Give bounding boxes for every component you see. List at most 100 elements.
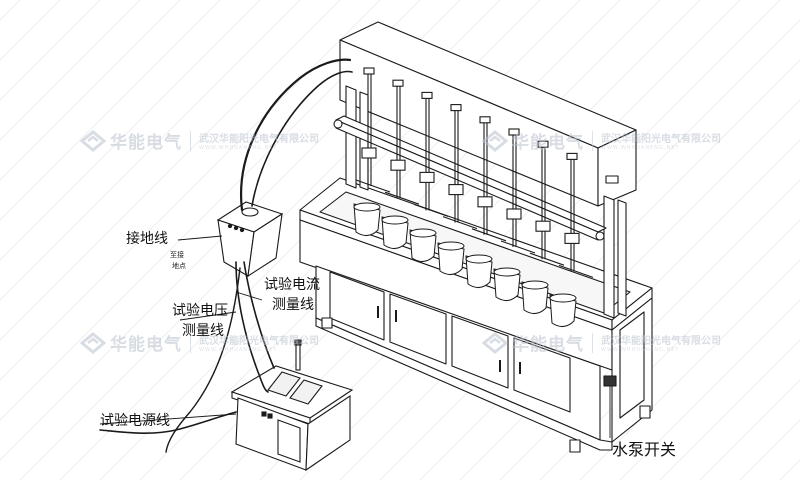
boot-shell <box>493 268 521 301</box>
pump-switch-box <box>603 375 617 387</box>
watermark-brand: 华能电气 <box>512 133 584 153</box>
label-power-wire: 试验电源线 <box>100 413 170 429</box>
boot-opening <box>493 267 521 277</box>
rod-holder <box>477 196 493 208</box>
hanger-bar <box>355 179 391 193</box>
rod-holder <box>390 159 406 171</box>
cables <box>99 58 353 453</box>
console-screen-2 <box>289 379 323 405</box>
voltage-cable <box>235 261 269 393</box>
watermark-url: WWW.WHHUANENG.NET <box>601 347 680 353</box>
boot-opening <box>465 254 493 264</box>
watermark-brand: 华能电气 <box>110 335 182 355</box>
insulating-boot <box>381 215 409 249</box>
boot-opening <box>521 280 549 290</box>
foot <box>569 439 581 453</box>
boot-opening <box>437 241 465 251</box>
hanger-bar <box>500 240 536 254</box>
boot-opening <box>353 202 381 212</box>
ground-lead <box>165 267 241 453</box>
label-pump-switch: 水泵开关 <box>612 440 677 459</box>
label-voltage-wire-2: 测量线 <box>182 323 224 339</box>
front-rail <box>333 115 607 241</box>
rod-clamp <box>450 104 462 112</box>
watermark: 华能电气 武汉华能阳光电气有限公司 WWW.WHHUANENG.NET <box>482 128 721 153</box>
console-screen-1 <box>267 371 301 397</box>
boot-shell <box>409 229 437 262</box>
boot-shell <box>353 203 381 236</box>
rod-clamp <box>363 67 375 75</box>
boot-opening <box>409 228 437 238</box>
boot-opening <box>549 293 577 303</box>
watermark-company: 武汉华能阳光电气有限公司 <box>199 336 319 347</box>
current-cable <box>240 58 352 212</box>
insulating-boot <box>437 241 465 275</box>
rod-clamp <box>421 91 433 99</box>
electrode-rod-assembly <box>529 140 565 266</box>
insulating-boot <box>465 254 493 288</box>
console-door <box>277 419 301 463</box>
electrode-rod-assembly <box>471 116 507 242</box>
rod-holder <box>535 220 551 232</box>
cabinet-door-2 <box>389 293 447 365</box>
label-ground-point-1: 至接 <box>170 251 184 259</box>
rod-clamp <box>508 128 520 136</box>
watermark-brand: 华能电气 <box>512 335 584 355</box>
brand-logo-icon <box>80 331 106 354</box>
rod-holder <box>419 171 435 183</box>
gantry-indicator <box>605 175 619 184</box>
hanger-bar <box>442 216 478 230</box>
rod-holder <box>448 184 464 196</box>
insulating-boot <box>493 267 521 301</box>
current-cable-2 <box>251 70 353 207</box>
boot-shell <box>465 255 493 288</box>
rod-clamp <box>566 152 578 160</box>
electrode-rod-assembly <box>442 104 478 230</box>
watermark: 华能电气 武汉华能阳光电气有限公司 WWW.WHHUANENG.NET <box>482 330 721 355</box>
watermark-company: 武汉华能阳光电气有限公司 <box>199 134 319 145</box>
watermark-company: 武汉华能阳光电气有限公司 <box>601 336 721 347</box>
watermark-url: WWW.WHHUANENG.NET <box>199 145 278 151</box>
boot-opening <box>381 215 409 225</box>
watermark: 华能电气 武汉华能阳光电气有限公司 WWW.WHHUANENG.NET <box>80 330 319 355</box>
electrode-rod-assembly <box>558 152 594 278</box>
brand-logo-icon <box>482 129 508 152</box>
rod-clamp <box>537 140 549 148</box>
cabinet-door-1 <box>329 271 385 341</box>
insulating-boot <box>353 202 381 236</box>
watermark-company: 武汉华能阳光电气有限公司 <box>601 134 721 145</box>
brand-logo-icon <box>482 331 508 354</box>
control-console <box>230 339 354 472</box>
hanger-bar <box>384 191 420 205</box>
insulating-boot <box>409 228 437 262</box>
insulating-boot <box>521 280 549 314</box>
watermark-brand: 华能电气 <box>110 133 182 153</box>
boot-shell <box>381 216 409 249</box>
watermark-url: WWW.WHHUANENG.NET <box>601 145 680 151</box>
boot-shell <box>549 294 577 327</box>
rod-clamp <box>392 79 404 87</box>
rod-holder <box>564 232 580 244</box>
label-ground-point-2: 地点 <box>172 262 186 270</box>
rod-holder <box>506 208 522 220</box>
electrode-rod-assembly <box>413 91 449 217</box>
top-gantry <box>339 21 637 207</box>
label-current-wire-1: 试验电流 <box>264 277 320 293</box>
voltage-cable-2 <box>243 261 275 369</box>
label-ground-wire: 接地线 <box>126 231 168 247</box>
foot <box>321 317 333 329</box>
power-cable <box>99 411 237 434</box>
watermark-url: WWW.WHHUANENG.NET <box>199 347 278 353</box>
electrode-rod-assembly <box>500 128 536 254</box>
label-current-wire-2: 测量线 <box>272 297 314 313</box>
leader-lines <box>99 235 611 438</box>
boot-shell <box>437 242 465 275</box>
watermark: 华能电气 武汉华能阳光电气有限公司 WWW.WHHUANENG.NET <box>80 128 319 153</box>
hanger-bar <box>413 203 449 217</box>
boot-shell <box>521 281 549 314</box>
gantry-posts <box>345 85 627 319</box>
rod-clamp <box>479 116 491 124</box>
label-voltage-wire-1: 试验电压 <box>172 303 228 319</box>
